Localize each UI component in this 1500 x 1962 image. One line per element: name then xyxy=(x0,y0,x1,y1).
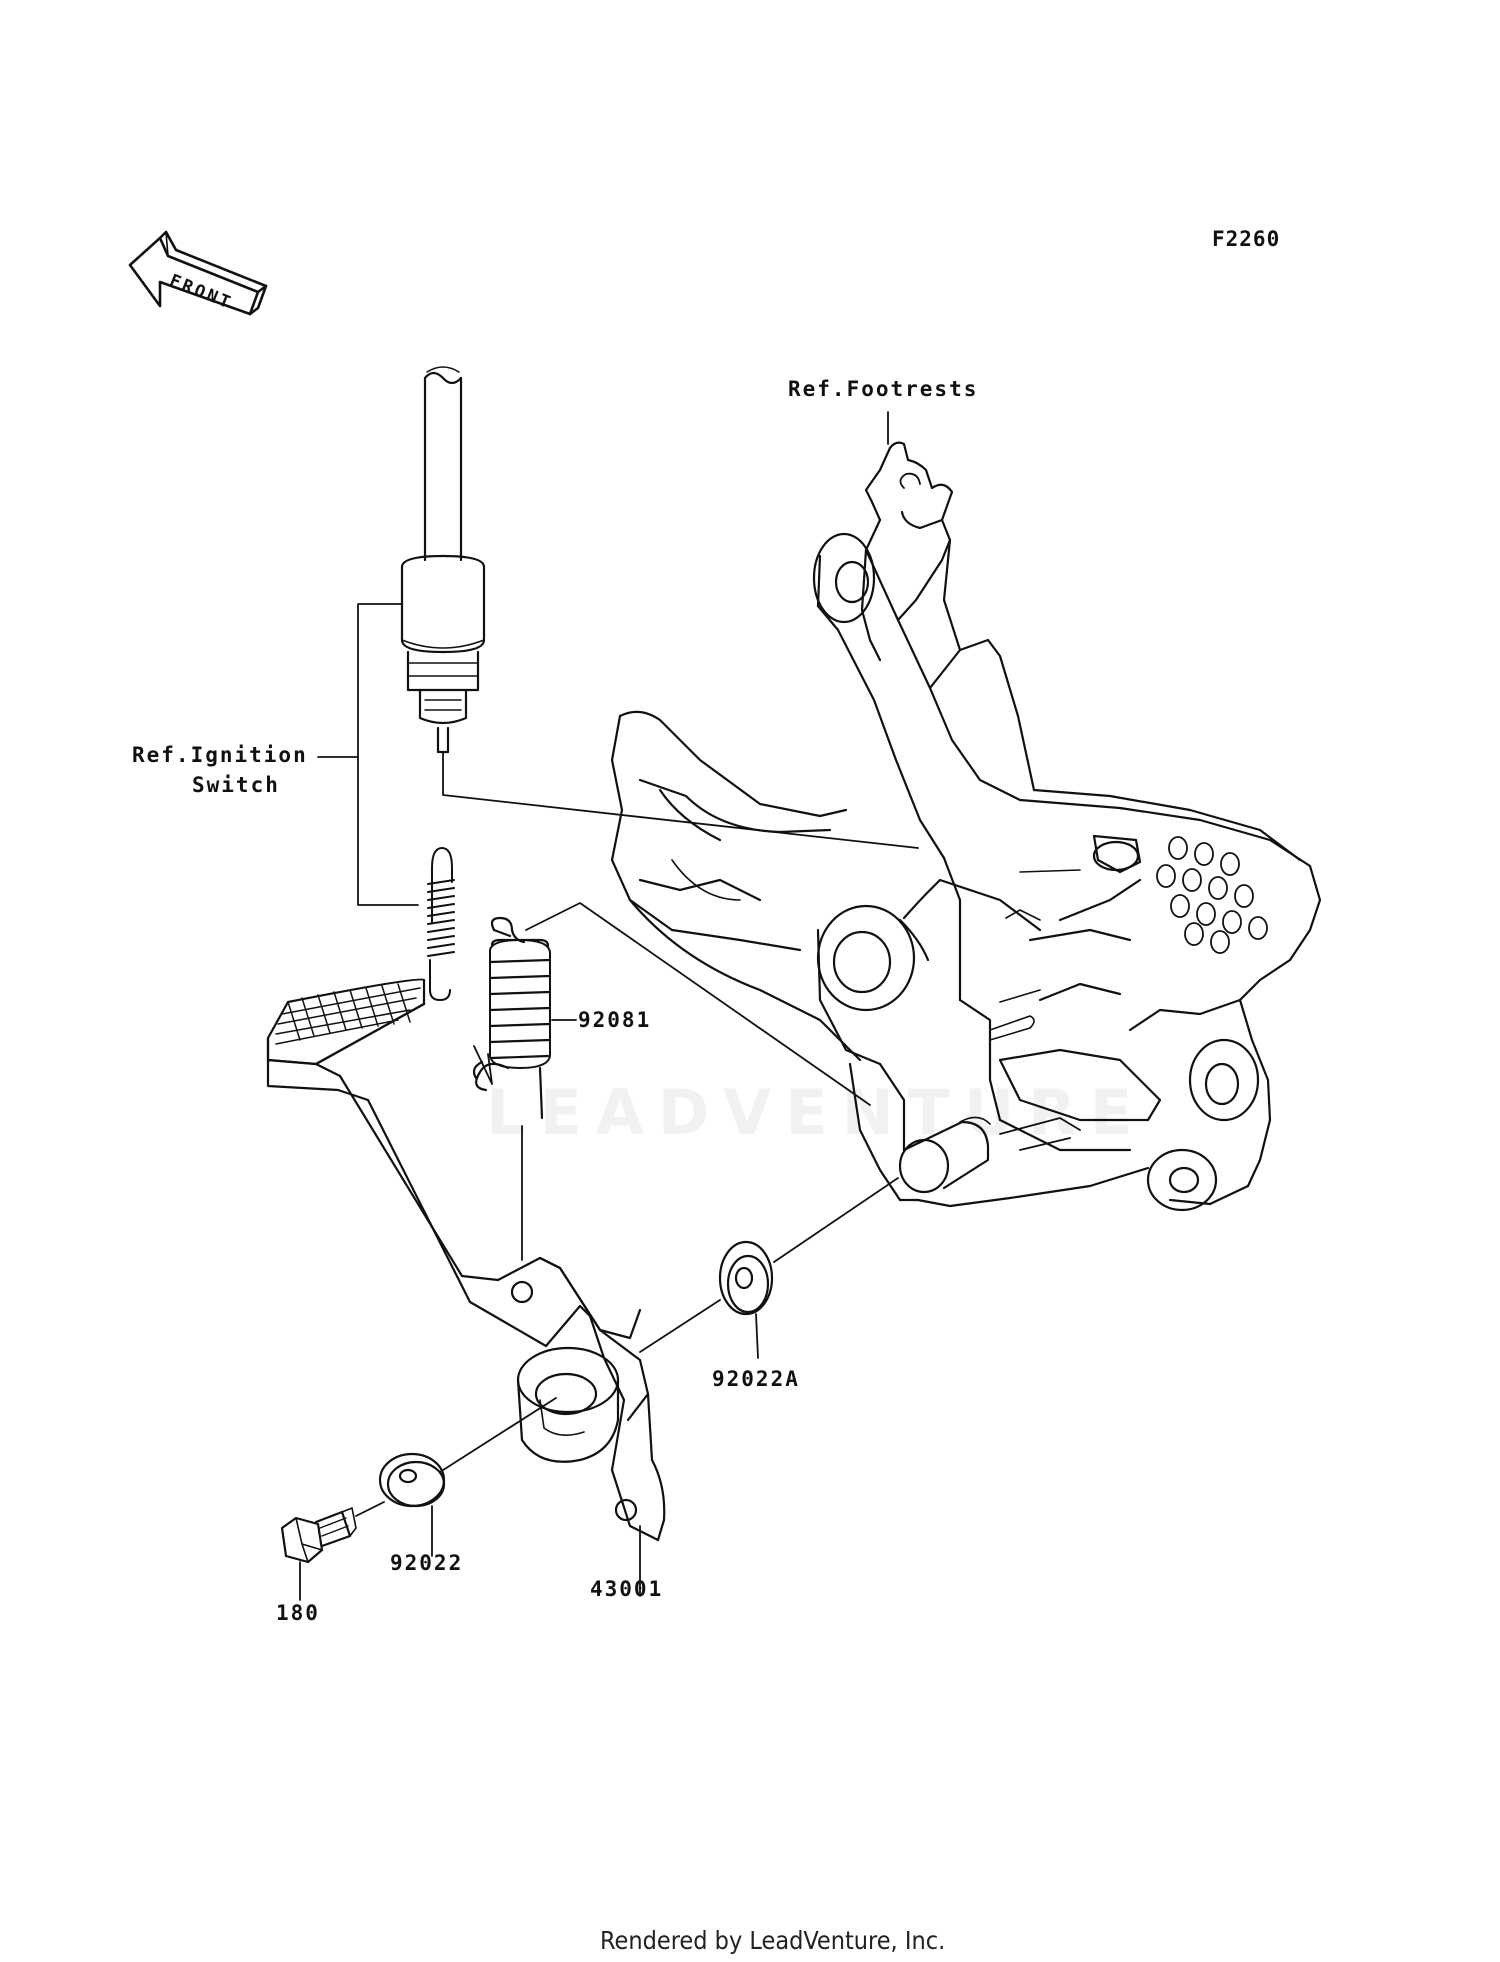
bolt-part xyxy=(280,1507,357,1601)
spring-leader-lines xyxy=(473,902,871,1261)
part-number-washer: 92022 xyxy=(390,1551,464,1575)
part-number-washer-a: 92022A xyxy=(712,1367,800,1391)
assembly-axis-lines xyxy=(355,1177,899,1597)
switch-leader-line xyxy=(442,751,919,849)
washer-part xyxy=(378,1452,446,1557)
ignition-switch-reference-bracket xyxy=(317,603,419,906)
ref-ignition-switch-label-line2: Switch xyxy=(192,773,280,797)
return-spring-part xyxy=(472,916,552,1120)
ref-footrests-label: Ref.Footrests xyxy=(788,377,979,401)
render-credit-footer: Rendered by LeadVenture, Inc. xyxy=(600,1926,946,1955)
figure-code: F2260 xyxy=(1212,227,1281,251)
ref-ignition-switch-label-line1: Ref.Ignition xyxy=(132,743,308,767)
washer-a-part xyxy=(718,1240,774,1359)
watermark-text: LEADVENTURE xyxy=(486,1076,1147,1149)
brake-pedal-part xyxy=(266,978,666,1542)
footrest-frame-part xyxy=(610,441,1322,1212)
front-arrow-icon xyxy=(128,230,268,316)
part-number-spring: 92081 xyxy=(578,1008,652,1032)
switch-spring-part xyxy=(427,847,455,1001)
brake-light-switch-part xyxy=(400,366,486,754)
part-number-brake-pedal: 43001 xyxy=(590,1577,664,1601)
part-number-bolt: 180 xyxy=(276,1601,320,1625)
